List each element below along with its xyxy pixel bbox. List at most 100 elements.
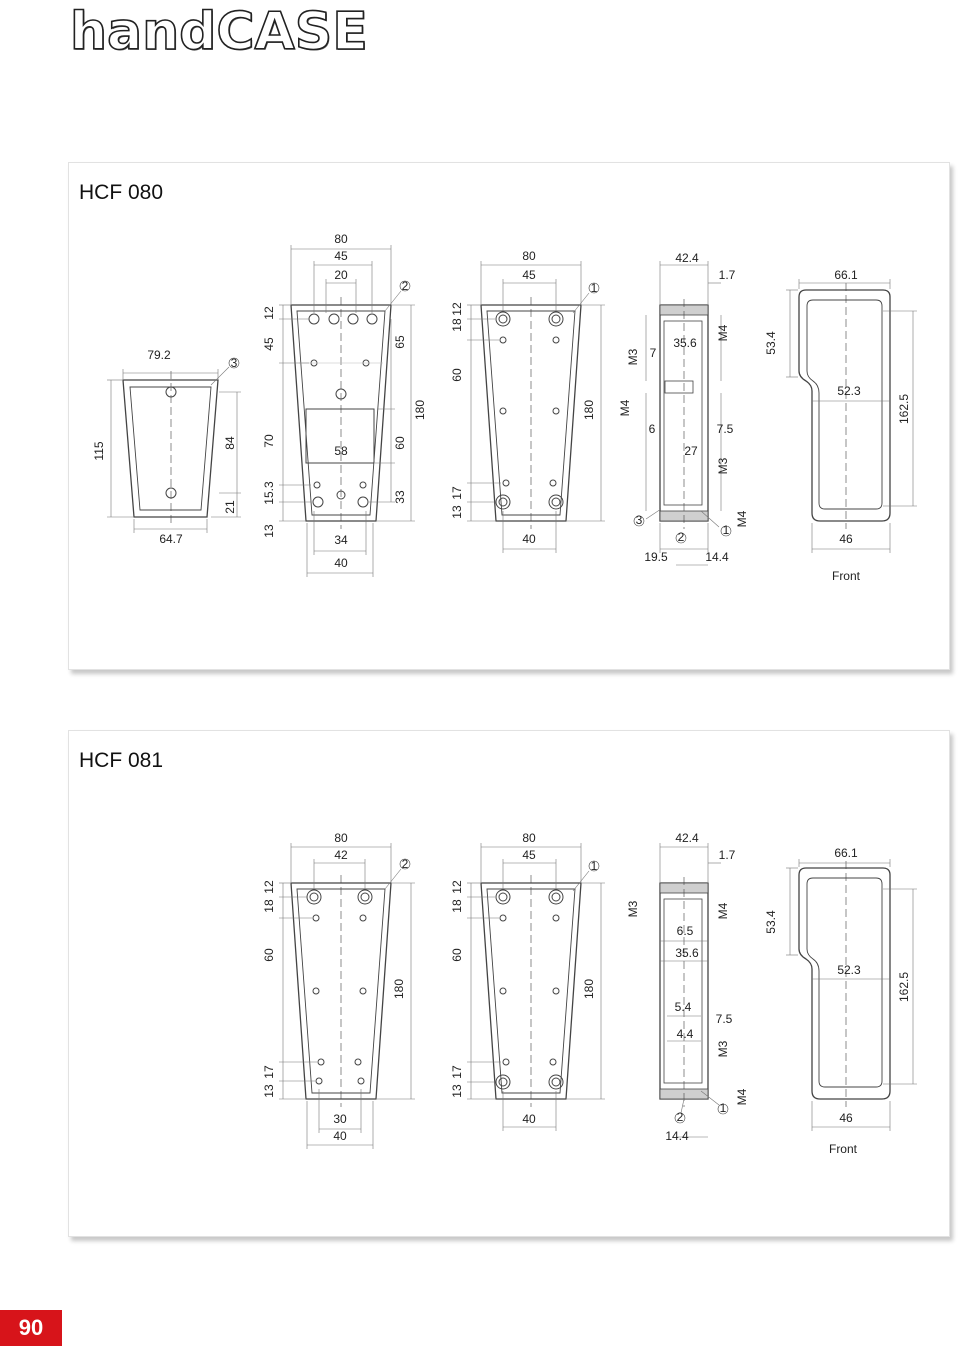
- panel-hcf080: HCF 080: [68, 162, 950, 670]
- dim-label: 20: [334, 268, 348, 282]
- dim-label: 46: [839, 532, 853, 546]
- dim-label: 46: [839, 1111, 853, 1125]
- dim-label: 30: [333, 1112, 347, 1126]
- dim-label: 45: [522, 848, 536, 862]
- dim-label: 52.3: [837, 963, 861, 977]
- dim-label: M3: [716, 457, 730, 474]
- dim-label: 42.4: [675, 251, 699, 265]
- dim-label: 79.2: [147, 348, 171, 362]
- dim-label: 42.4: [675, 831, 699, 845]
- view-front-hcf081: [786, 859, 917, 1131]
- dim-label: 80: [334, 831, 348, 845]
- dim-label: 27: [684, 444, 698, 458]
- view-bottom-hcf080: [467, 261, 605, 553]
- dim-label: 180: [413, 400, 427, 420]
- dim-label: 84: [223, 436, 237, 450]
- panel-title: HCF 080: [79, 181, 164, 204]
- dim-label: 80: [522, 249, 536, 263]
- view-end-hcf080: [107, 357, 241, 533]
- view-top-hcf081: [279, 843, 415, 1149]
- dim-label: 7: [650, 346, 657, 360]
- dim-label: 12: [262, 306, 276, 320]
- dim-label: 60: [393, 436, 407, 450]
- dim-label: 45: [262, 337, 276, 351]
- dim-label: 13: [450, 505, 464, 519]
- dim-label: 12: [450, 302, 464, 316]
- dim-label: 12: [450, 880, 464, 894]
- callout-number: 2: [402, 857, 409, 871]
- dim-label: 70: [262, 434, 276, 448]
- dim-label: 180: [582, 400, 596, 420]
- view-section-hcf080: [633, 261, 732, 566]
- dim-label: 19.5: [644, 550, 668, 564]
- dim-label: 66.1: [834, 846, 858, 860]
- dim-label: M3: [716, 1040, 730, 1057]
- callout-number: 2: [402, 279, 409, 293]
- dim-label: 162.5: [897, 394, 911, 424]
- drawing-hcf080: 79.2 115 64.7 84 21 3 80 45 20 12 45 70 …: [92, 232, 917, 583]
- dim-label: 45: [522, 268, 536, 282]
- dim-label: 7.5: [716, 1012, 733, 1026]
- view-label-front: Front: [832, 569, 861, 583]
- dim-label: M4: [618, 399, 632, 416]
- dim-label: 13: [262, 524, 276, 538]
- dim-label: 5.4: [675, 1000, 692, 1014]
- dim-label: 53.4: [764, 331, 778, 355]
- dim-label: 15.3: [262, 481, 276, 505]
- dim-label: M4: [735, 510, 749, 527]
- dim-label: 1.7: [719, 848, 736, 862]
- dim-label: 34: [334, 533, 348, 547]
- dim-label: 33: [393, 490, 407, 504]
- dim-label: 64.7: [159, 532, 183, 546]
- dim-label: 45: [334, 249, 348, 263]
- dim-label: 14.4: [705, 550, 729, 564]
- callout-number: 3: [636, 513, 643, 527]
- dim-label: 60: [450, 948, 464, 962]
- dim-label: 12: [262, 880, 276, 894]
- dim-label: 35.6: [675, 946, 699, 960]
- dim-label: 17: [262, 1065, 276, 1079]
- panel-hcf081: HCF 081: [68, 730, 950, 1237]
- dim-label: M3: [626, 900, 640, 917]
- dim-label: 66.1: [834, 268, 858, 282]
- dim-label: 40: [522, 1112, 536, 1126]
- dim-label: 65: [393, 335, 407, 349]
- dim-label: 17: [450, 1065, 464, 1079]
- dim-label: M4: [735, 1088, 749, 1105]
- dim-label: 18: [450, 899, 464, 913]
- callout-number: 1: [720, 1101, 727, 1115]
- page-number: 90: [0, 1310, 62, 1346]
- dim-label: 42: [334, 848, 348, 862]
- dim-label: 180: [582, 979, 596, 999]
- dim-label: 18: [262, 899, 276, 913]
- dim-label: 40: [333, 1129, 347, 1143]
- dim-label: M4: [716, 902, 730, 919]
- brand-logo: handCASE: [69, 1, 368, 63]
- dim-label: 40: [334, 556, 348, 570]
- drawing-hcf081: 80 42 18 12 60 13 17 180 30 40 2 80 45 1…: [262, 831, 917, 1156]
- dim-label: 35.6: [673, 336, 697, 350]
- dim-label: 7.5: [717, 422, 734, 436]
- callout-number: 3: [231, 356, 238, 370]
- dim-label: 1.7: [719, 268, 736, 282]
- dim-label: 60: [450, 368, 464, 382]
- dim-label: 52.3: [837, 384, 861, 398]
- callout-number: 1: [591, 859, 598, 873]
- dim-label: 13: [262, 1084, 276, 1098]
- dim-label: 180: [392, 979, 406, 999]
- view-front-hcf080: [786, 279, 917, 553]
- dim-label: 18: [450, 318, 464, 332]
- dim-label: 60: [262, 948, 276, 962]
- dim-label: 162.5: [897, 972, 911, 1002]
- dim-label: M3: [626, 348, 640, 365]
- callout-number: 1: [591, 281, 598, 295]
- dim-label: 6.5: [677, 924, 694, 938]
- dim-label: 14.4: [665, 1129, 689, 1143]
- view-bottom-hcf081: [467, 843, 605, 1131]
- callout-number: 2: [678, 530, 685, 544]
- dim-label: 80: [334, 232, 348, 246]
- panel-title: HCF 081: [79, 749, 164, 772]
- dim-label: 58: [334, 444, 348, 458]
- callout-number: 2: [677, 1110, 684, 1124]
- dim-label: 115: [92, 441, 106, 460]
